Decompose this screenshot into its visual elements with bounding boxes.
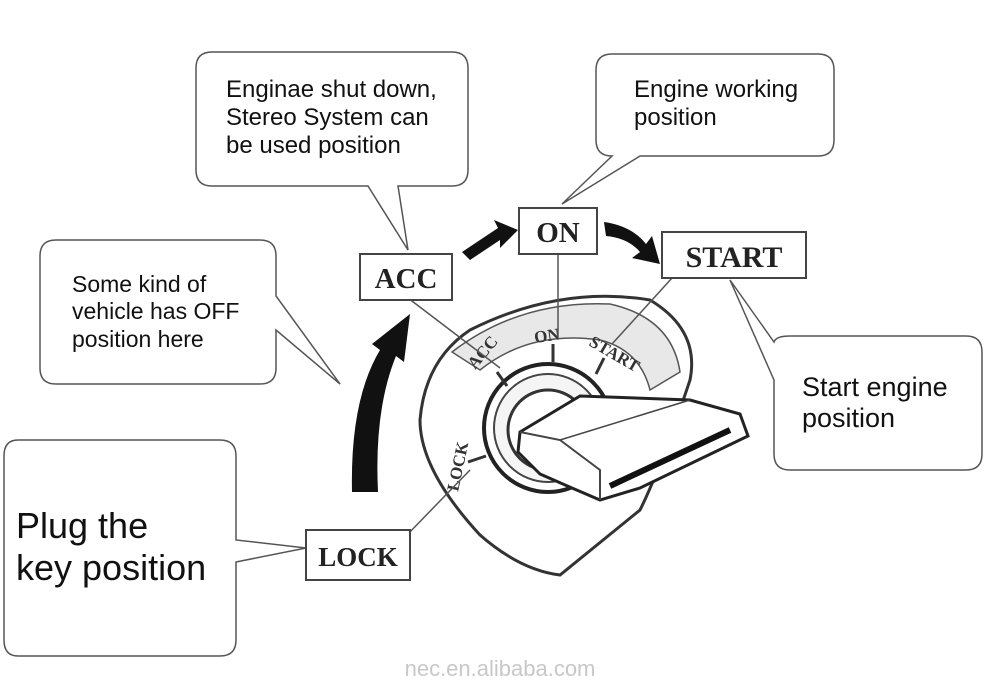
position-on: ON <box>518 207 598 255</box>
arrow-acc-to-on <box>462 220 518 260</box>
callout-plug-text: Plug the key position <box>16 505 206 588</box>
callout-off-text: Some kind of vehicle has OFF position he… <box>72 271 246 352</box>
dial-label-on: ON <box>533 324 562 346</box>
callout-start-text: Start engine position <box>802 372 955 433</box>
arrow-lock-to-acc <box>351 314 410 492</box>
callout-off: Some kind of vehicle has OFF position he… <box>39 239 341 385</box>
callout-start: Start engine position <box>729 279 983 471</box>
position-acc: ACC <box>359 253 453 301</box>
position-acc-label: ACC <box>375 263 438 295</box>
position-on-label: ON <box>536 217 580 249</box>
position-lock-label: LOCK <box>318 542 398 572</box>
leader-lines <box>405 254 673 537</box>
position-start-label: START <box>686 241 783 274</box>
arrow-on-to-start <box>604 222 660 264</box>
callout-acc: Enginae shut down, Stereo System can be … <box>195 51 469 251</box>
position-lock: LOCK <box>305 529 411 581</box>
callout-acc-text: Enginae shut down, Stereo System can be … <box>226 76 444 159</box>
position-start: START <box>661 231 807 279</box>
callout-on-text: Engine working position <box>634 76 805 131</box>
callout-on: Engine working position <box>561 53 835 205</box>
ignition-switch <box>418 294 750 577</box>
callout-plug: Plug the key position <box>3 439 307 657</box>
watermark: nec.en.alibaba.com <box>405 656 596 681</box>
rotation-arrows <box>351 220 660 492</box>
